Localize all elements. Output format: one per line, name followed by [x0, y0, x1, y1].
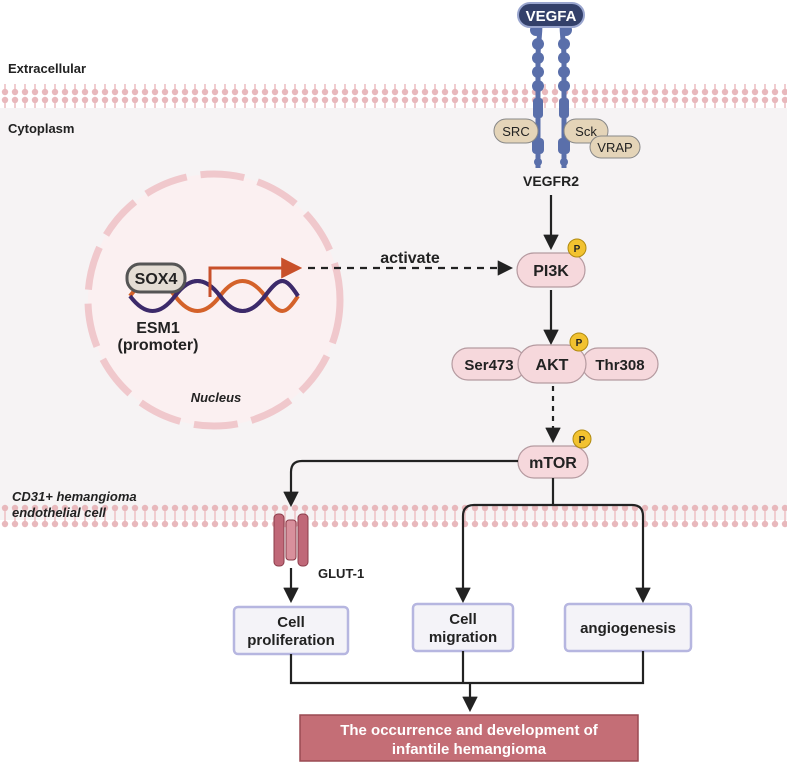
sck-label: Sck [575, 124, 597, 139]
final-label-1: The occurrence and development of [340, 722, 599, 739]
sox4-node [125, 262, 187, 294]
activate-label: activate [380, 250, 440, 267]
final-label-2: infantile hemangioma [392, 741, 547, 758]
vrap-node [589, 135, 641, 159]
pi3k-phospho-label: P [574, 244, 581, 255]
nucleus [84, 170, 344, 430]
ser473-label: Ser473 [464, 357, 513, 374]
cytoplasm-label: Cytoplasm [8, 121, 74, 136]
mtor-phospho-icon [572, 429, 592, 449]
src-label: SRC [502, 124, 529, 139]
glut1-transporter-icon [273, 513, 309, 567]
migration-label-1: Cell [449, 611, 477, 628]
outcome-join-line [289, 651, 645, 685]
promoter-label: (promoter) [118, 337, 199, 354]
lower-membrane [0, 504, 787, 528]
pi3k-node [516, 252, 586, 288]
akt-label: AKT [536, 357, 569, 374]
final-outcome-box [299, 714, 639, 762]
nucleus-label: Nucleus [191, 390, 242, 405]
src-node [493, 118, 539, 144]
pi3k-label: PI3K [533, 263, 569, 280]
sox4-label: SOX4 [135, 271, 178, 288]
esm1-label: ESM1 [136, 320, 180, 337]
vegfa-label: VEGFA [526, 8, 577, 25]
glut1-label: GLUT-1 [318, 566, 364, 581]
pi3k-phospho-icon [567, 238, 587, 258]
proliferation-label-2: proliferation [247, 632, 335, 649]
extracellular-label: Extracellular [8, 61, 86, 76]
arrow-mtor-angiogenesis [553, 503, 651, 604]
mtor-phospho-label: P [579, 435, 586, 446]
thr308-label: Thr308 [595, 357, 644, 374]
arrow-mtor-glut1 [283, 459, 518, 508]
akt-phospho-label: P [576, 338, 583, 349]
angiogenesis-box [563, 602, 693, 653]
vegfa-ligand [517, 2, 585, 28]
mtor-label: mTOR [529, 455, 577, 472]
proliferation-label-1: Cell [277, 614, 305, 631]
arrow-mtor-migration [455, 503, 553, 604]
akt-phospho-icon [569, 332, 589, 352]
angiogenesis-label: angiogenesis [580, 620, 676, 637]
akt-node [517, 344, 587, 384]
cell-type-label-1: CD31+ hemangioma [12, 489, 137, 504]
vegfr2-label: VEGFR2 [523, 173, 579, 189]
migration-label-2: migration [429, 629, 497, 646]
vrap-label: VRAP [597, 140, 632, 155]
cell-type-label-2: endothelial cell [12, 505, 106, 520]
upper-membrane [0, 84, 787, 108]
transcription-arrow-icon [208, 257, 303, 297]
